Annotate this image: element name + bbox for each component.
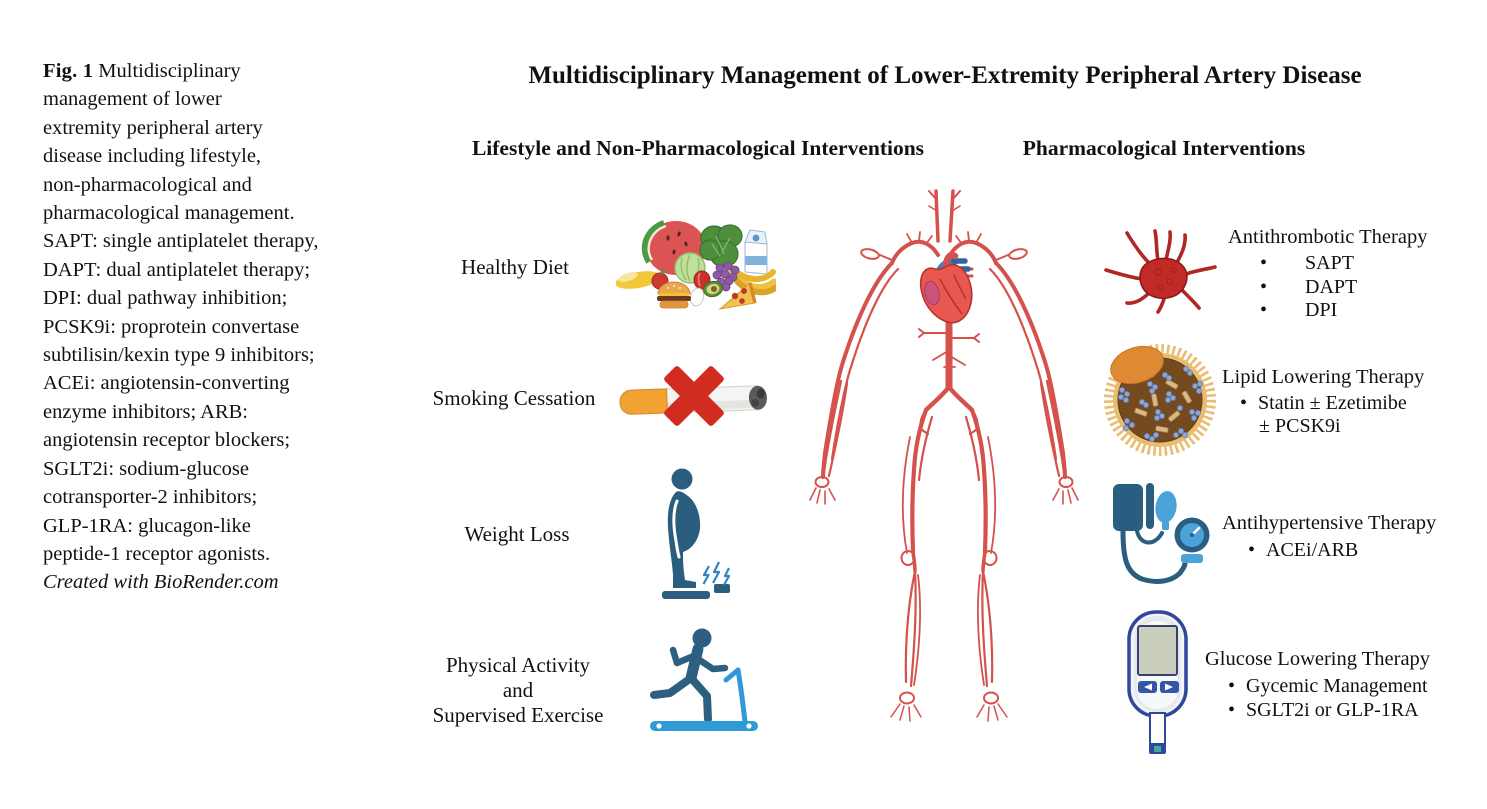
bullet-gycemic-management: Gycemic Management [1228,674,1428,698]
bullet-acei-arb: ACEi/ARB [1248,538,1358,562]
antihypertensive-title: Antihypertensive Therapy [1222,512,1437,534]
figure-caption: Fig. 1 Multidisciplinary management of l… [43,57,318,597]
glucose-lowering-bullets: Gycemic Management SGLT2i or GLP-1RA [1228,674,1428,722]
lifestyle-column-header: Lifestyle and Non-Pharmacological Interv… [471,136,925,160]
treadmill-runner-icon [650,628,758,731]
weight-loss-label: Weight Loss [464,522,570,546]
physical-activity-label: Physical Activity and Supervised Exercis… [432,653,604,727]
antihypertensive-bullets: ACEi/ARB [1248,538,1358,562]
bullet-pcsk9i-continuation: ± PCSK9i [1259,415,1341,437]
healthy-food-icon [616,220,776,310]
antithrombotic-title: Antithrombotic Therapy [1228,226,1428,248]
platelet-icon [1104,229,1217,314]
human-arterial-system-illustration [809,189,1079,722]
pharmacological-column-header: Pharmacological Interventions [1022,136,1306,160]
diagram-title: Multidisciplinary Management of Lower-Ex… [528,62,1362,89]
bullet-statin-ezetimibe: Statin ± Ezetimibe [1240,391,1407,415]
biorender-credit: Created with BioRender.com [43,571,279,594]
glucose-meter-icon [1127,610,1188,754]
lipid-lowering-title: Lipid Lowering Therapy [1222,366,1425,388]
glucose-lowering-title: Glucose Lowering Therapy [1205,648,1431,670]
no-smoking-cigarette-icon [619,366,767,426]
healthy-diet-label: Healthy Diet [461,255,569,279]
bullet-sglt2i-glp1ra: SGLT2i or GLP-1RA [1228,698,1428,722]
lipoprotein-icon [1104,344,1216,456]
bullet-dpi: DPI [1256,299,1357,323]
bullet-dapt: DAPT [1256,276,1357,300]
smoking-cessation-label: Smoking Cessation [432,386,596,410]
antithrombotic-bullets: SAPT DAPT DPI [1256,252,1357,323]
bullet-sapt: SAPT [1256,252,1357,276]
blood-pressure-monitor-icon [1113,483,1210,584]
figure-number-label: Fig. 1 [43,60,94,82]
lipid-lowering-bullets: Statin ± Ezetimibe ± PCSK9i [1240,391,1407,437]
figure-caption-body: Multidisciplinary management of lower ex… [43,60,319,565]
weight-scale-person-icon [662,468,731,599]
